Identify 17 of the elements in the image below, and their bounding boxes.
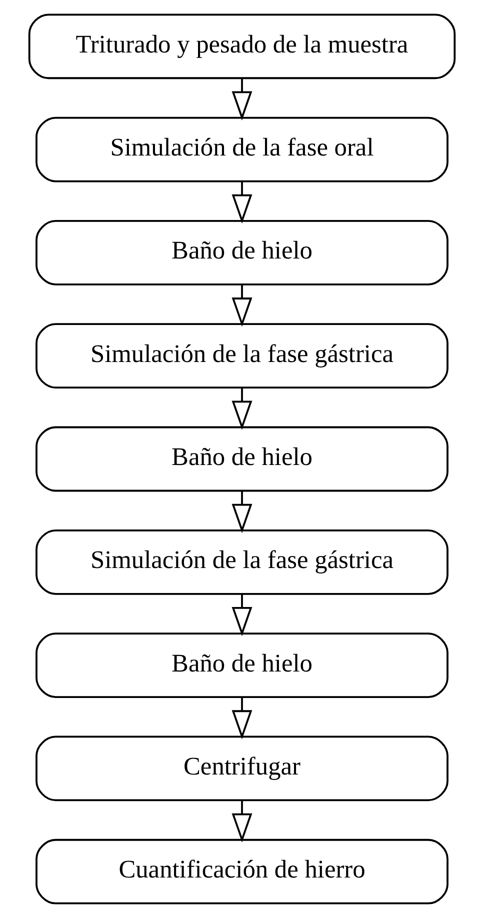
node-box: Baño de hielo: [35, 632, 448, 698]
arrow: [231, 594, 252, 636]
arrow: [231, 78, 252, 120]
node-box: Simulación de la fase gástrica: [35, 323, 448, 389]
node-box: Simulación de la fase oral: [35, 116, 448, 182]
arrow: [231, 491, 252, 534]
node-box: Centrifugar: [35, 736, 448, 802]
node-box: Baño de hielo: [35, 426, 448, 492]
arrow: [231, 182, 252, 224]
arrow: [231, 697, 252, 740]
arrow: [231, 388, 252, 430]
node-box: Triturado y pesado de la muestra: [28, 14, 456, 80]
node-box: Simulación de la fase gástrica: [35, 529, 448, 595]
node-box: Cuantificación de hierro: [35, 838, 448, 904]
arrow: [231, 284, 252, 327]
node-box: Baño de hielo: [35, 220, 448, 286]
arrow: [231, 800, 252, 843]
